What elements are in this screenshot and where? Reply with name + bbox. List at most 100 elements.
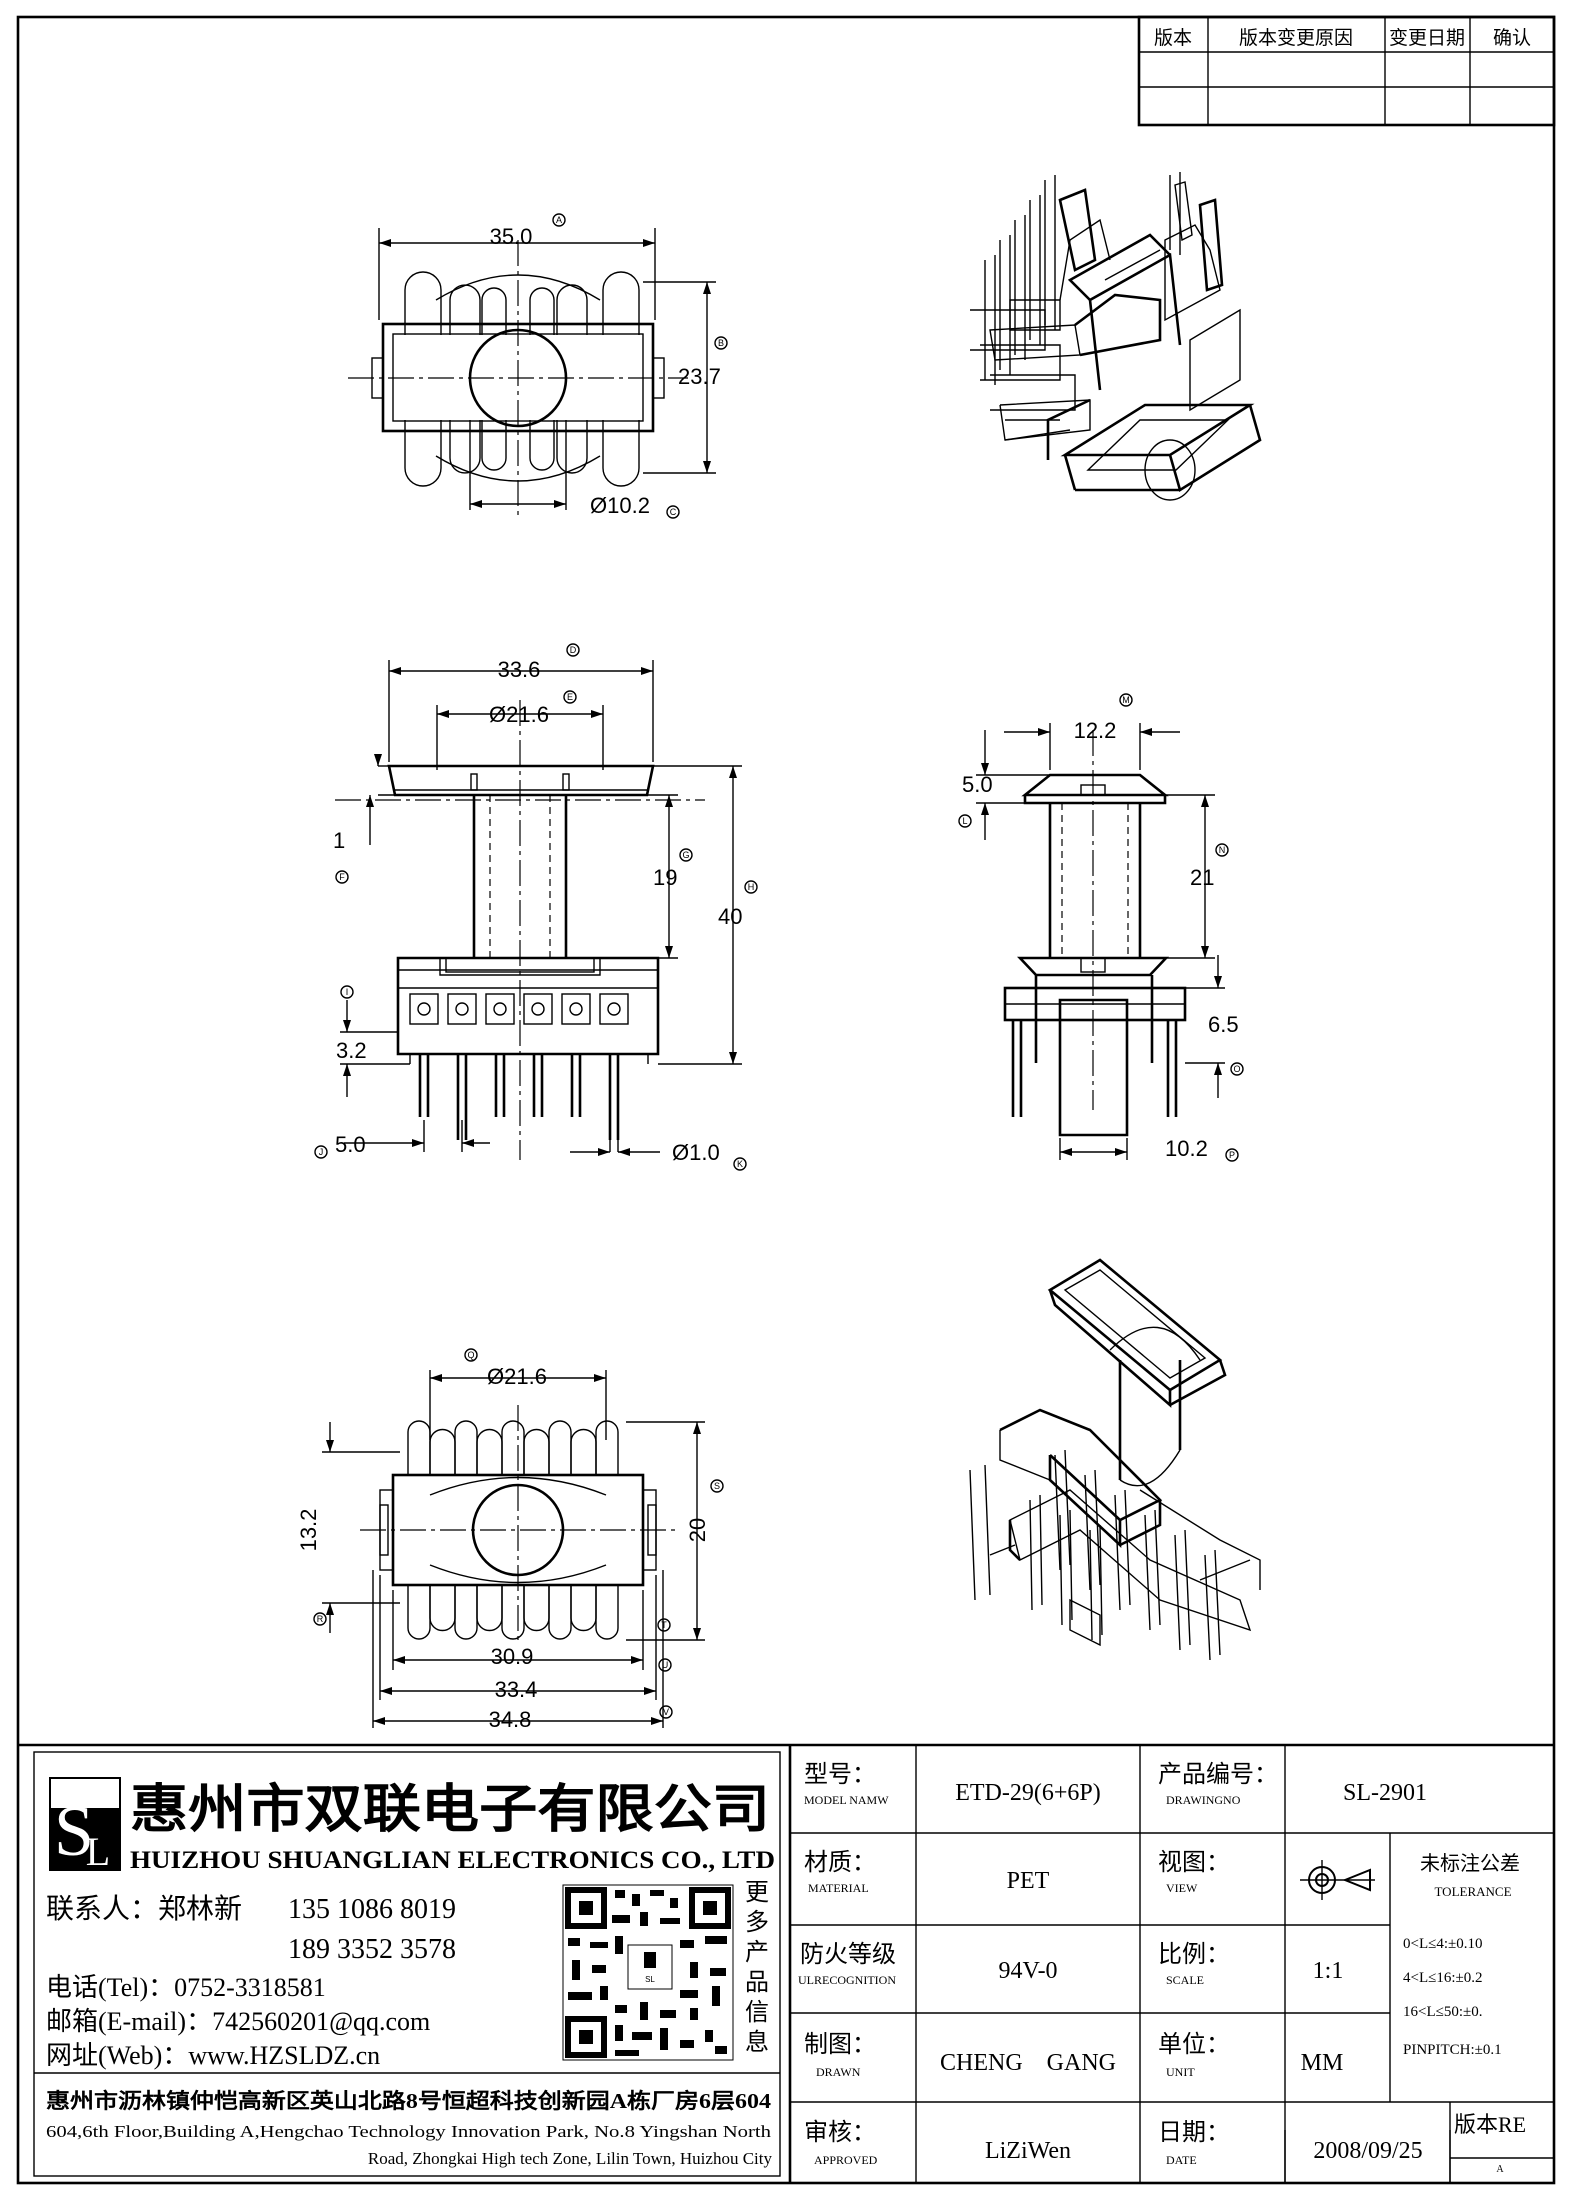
address-en-2: Road, Zhongkai High tech Zone, Lilin Tow… [368, 2149, 773, 2168]
tag-t: T [661, 1620, 667, 1630]
approved-value: LiZiWen [985, 2138, 1071, 2164]
rev-header-date: 变更日期 [1389, 27, 1465, 49]
company-name-cn: 惠州市双联电子有限公司 [130, 1781, 770, 1839]
ul-value: 94V-0 [998, 1958, 1057, 1984]
address-en-1: 604,6th Floor,Building A,Hengchao Techno… [46, 2122, 772, 2141]
rev-header-confirm: 确认 [1493, 27, 1531, 49]
dim-c: Ø10.2 [590, 493, 650, 518]
date-label-cn: 日期： [1158, 2120, 1230, 2146]
tag-f: F [339, 872, 345, 882]
ul-label-en: ULRECOGNITION [798, 1973, 896, 1987]
model-label-cn: 型号： [804, 1761, 876, 1788]
unit-value: MM [1301, 2050, 1344, 2076]
company-name-en: HUIZHOU SHUANGLIAN ELECTRONICS CO., LTD [130, 1847, 775, 1874]
tag-o: O [1233, 1064, 1240, 1074]
tag-s: S [714, 1481, 720, 1491]
tag-h: H [748, 882, 755, 892]
drawn-value: CHENG GANG [940, 2050, 1116, 2076]
dim-r: 13.2 [296, 1509, 321, 1552]
scale-label-cn: 比例： [1158, 1941, 1230, 1968]
dim-j: 5.0 [335, 1132, 366, 1157]
projection-symbol-icon [1300, 1860, 1375, 1900]
tag-k: K [737, 1159, 743, 1169]
dim-k: Ø1.0 [672, 1140, 720, 1165]
tag-q: Q [467, 1350, 474, 1360]
tag-u: U [662, 1660, 669, 1670]
dim-g: 19 [653, 865, 677, 890]
approved-label-en: APPROVED [814, 2153, 878, 2167]
model-value: ETD-29(6+6P) [955, 1780, 1101, 1806]
dim-q: Ø21.6 [487, 1364, 547, 1389]
side-view: 12.2 M 5.0 L 21 N 6.5 O 10.2 P [958, 693, 1244, 1162]
tolerance-row-3: 16<L≤50:±0. [1403, 2004, 1483, 2020]
isometric-view-bottom [969, 1258, 1261, 1661]
dim-u: 33.4 [495, 1677, 538, 1702]
contact-email: 邮箱(E-mail)：742560201@qq.com [46, 2007, 430, 2036]
more-info-char: 多 [745, 1909, 769, 1936]
contact-tel: 电话(Tel)：0752-3318581 [46, 1973, 326, 2002]
date-label-en: DATE [1166, 2153, 1197, 2167]
dim-i: 3.2 [336, 1038, 367, 1063]
address-cn: 惠州市沥林镇仲恺高新区英山北路8号恒超科技创新园A栋厂房6层604 [46, 2089, 772, 2113]
top-view: 35.0 A 23.7 B Ø10.2 C [348, 213, 728, 519]
material-label-en: MATERIAL [808, 1881, 869, 1895]
dim-h: 40 [718, 904, 742, 929]
ul-label-cn: 防火等级 [800, 1941, 896, 1968]
more-info-vertical: 更 多 产 品 信 息 [745, 1880, 769, 2056]
version-label: 版本RE [1454, 2112, 1526, 2137]
drawingno-label-cn: 产品编号： [1158, 1761, 1278, 1788]
drawn-label-cn: 制图： [804, 2031, 876, 2058]
isometric-view-top [970, 172, 1262, 501]
qr-logo-mark: SL [645, 1975, 655, 1984]
tag-p: P [1229, 1150, 1235, 1160]
tag-i: I [346, 987, 349, 997]
dim-n: 21 [1190, 865, 1214, 890]
material-label-cn: 材质： [804, 1849, 876, 1876]
scale-value: 1:1 [1313, 1958, 1344, 1984]
contact-phone-1: 135 1086 8019 [288, 1894, 456, 1925]
dim-f: 1 [333, 828, 345, 853]
tag-l: L [962, 816, 967, 826]
tag-v: V [663, 1707, 669, 1717]
dim-t: 30.9 [491, 1644, 534, 1669]
drawingno-label-en: DRAWINGNO [1166, 1793, 1241, 1807]
more-info-char: 息 [745, 2029, 769, 2056]
tag-b: B [718, 338, 724, 348]
front-view: 33.6 D Ø21.6 E 1 F 19 G 40 H I 3.2 [314, 643, 758, 1171]
logo-letter-s: S [54, 1791, 94, 1871]
dim-v: 34.8 [489, 1707, 532, 1732]
qr-code: SL [562, 1884, 734, 2061]
approved-label-cn: 审核： [804, 2119, 876, 2146]
company-logo: S L [49, 1777, 121, 1874]
title-block: S L 惠州市双联电子有限公司 HUIZHOU SHUANGLIAN ELECT… [18, 1743, 1554, 2183]
revision-table: 版本 版本变更原因 变更日期 确认 [1137, 15, 1556, 127]
dim-a: 35.0 [490, 224, 533, 249]
material-value: PET [1007, 1868, 1050, 1894]
view-label-en: VIEW [1166, 1881, 1198, 1895]
tag-a: A [556, 215, 562, 225]
tolerance-row-1: 0<L≤4:±0.10 [1403, 1936, 1483, 1952]
sheet-border [16, 15, 1556, 2185]
dim-s: 20 [685, 1518, 710, 1542]
more-info-char: 产 [745, 1939, 769, 1966]
dim-m: 12.2 [1074, 718, 1117, 743]
tolerance-row-2: 4<L≤16:±0.2 [1403, 1970, 1483, 1986]
dim-p: 10.2 [1165, 1136, 1208, 1161]
date-value: 2008/09/25 [1313, 2138, 1422, 2164]
version-value: A [1496, 2164, 1504, 2175]
tag-e: E [567, 692, 573, 702]
dim-b: 23.7 [678, 364, 721, 389]
more-info-char: 更 [745, 1880, 769, 1906]
rev-header-reason: 版本变更原因 [1239, 27, 1353, 49]
rev-header-version: 版本 [1154, 27, 1192, 49]
tag-c: C [670, 507, 677, 517]
bottom-view: Ø21.6 Q 13.2 R 20 S 30.9 T 33.4 U 34.8 V [296, 1348, 724, 1732]
dim-d: 33.6 [498, 657, 541, 682]
unit-label-en: UNIT [1166, 2065, 1195, 2079]
drawn-label-en: DRAWN [816, 2065, 861, 2079]
tolerance-label-cn: 未标注公差 [1420, 1852, 1520, 1875]
scale-label-en: SCALE [1166, 1973, 1204, 1987]
model-label-en: MODEL NAMW [804, 1793, 889, 1807]
tag-d: D [570, 645, 577, 655]
